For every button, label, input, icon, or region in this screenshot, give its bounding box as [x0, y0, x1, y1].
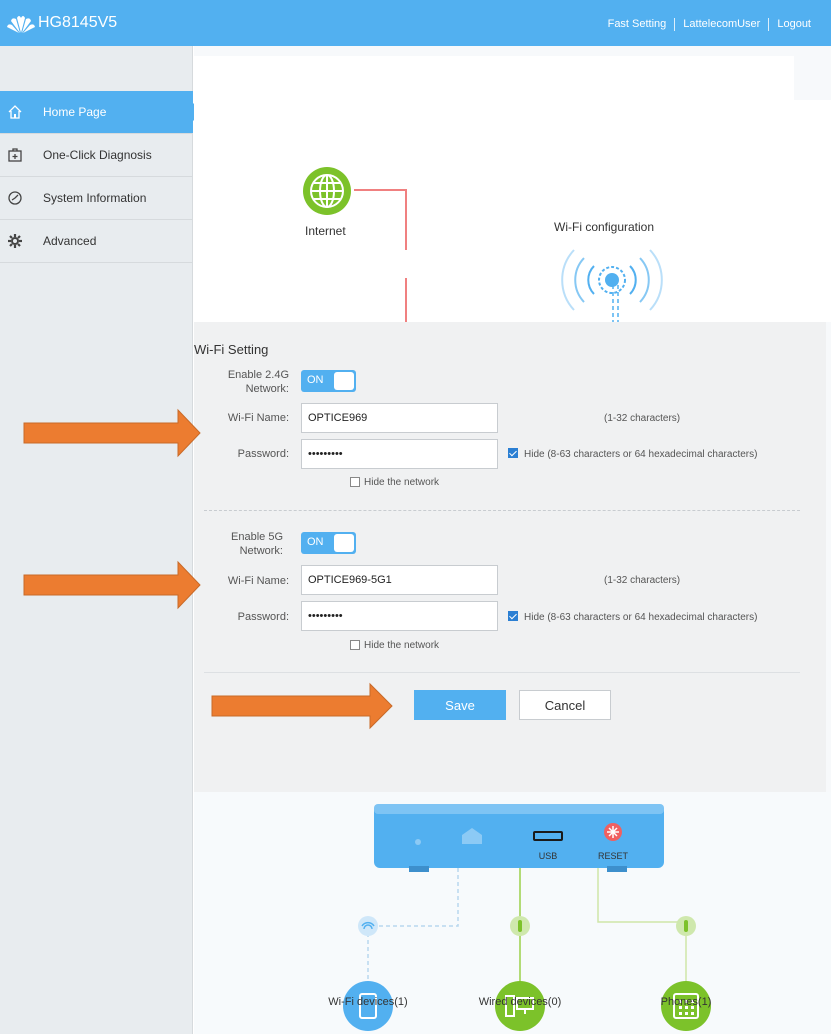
home-icon	[7, 104, 23, 120]
wifi-name-5g-input[interactable]	[301, 565, 498, 595]
network-topology: Internet Wi-Fi configuration	[194, 100, 831, 322]
line-junction	[396, 250, 420, 278]
router-body	[374, 804, 664, 868]
gear-icon	[7, 233, 23, 249]
hide-network-24g-checkbox[interactable]	[350, 477, 360, 487]
sidebar: Home Page One-Click Diagnosis System Inf…	[0, 46, 202, 1034]
wifi-devices-icon[interactable]	[343, 981, 393, 1031]
home-port-icon	[462, 828, 482, 844]
top-bar: HG8145V5 Fast Setting LattelecomUser Log…	[0, 0, 831, 46]
password-24g-label: Password:	[237, 448, 289, 460]
button-divider	[204, 672, 800, 673]
wifi-setting-title: Wi-Fi Setting	[194, 342, 269, 357]
medkit-icon	[7, 147, 23, 163]
wifi-antenna-icon[interactable]	[556, 248, 668, 322]
sidebar-item-label: One-Click Diagnosis	[43, 148, 152, 162]
gauge-icon	[7, 190, 23, 206]
internet-globe-icon[interactable]	[302, 166, 352, 216]
fast-setting-link[interactable]: Fast Setting	[607, 18, 667, 30]
password-5g-input[interactable]	[301, 601, 498, 631]
sidebar-item-one-click-diagnosis[interactable]: One-Click Diagnosis	[0, 134, 193, 177]
enable-5g-toggle[interactable]: ON	[301, 532, 356, 554]
reset-label: RESET	[597, 851, 628, 861]
wifi-configuration-label: Wi-Fi configuration	[554, 220, 655, 234]
header-links: Fast Setting LattelecomUser Logout	[600, 18, 819, 31]
toggle-knob	[334, 534, 354, 552]
toggle-state-text: ON	[307, 536, 324, 548]
huawei-logo-icon	[7, 16, 35, 33]
device-model: HG8145V5	[38, 14, 118, 31]
hide-password-24g-checkbox[interactable]	[508, 448, 518, 458]
band-divider	[204, 510, 800, 511]
hide-network-5g-label: Hide the network	[364, 640, 440, 651]
hide-password-5g-label: Hide (8-63 characters or 64 hexadecimal …	[524, 612, 758, 623]
toggle-knob	[334, 372, 354, 390]
wifi-node-icon	[358, 916, 378, 936]
password-24g-input[interactable]	[301, 439, 498, 469]
logout-link[interactable]: Logout	[768, 18, 819, 31]
device-diagram: USB RESET	[194, 792, 831, 1034]
device-diagram-svg	[343, 804, 711, 1031]
sidebar-item-home-page[interactable]: Home Page	[0, 91, 202, 134]
wifi-devices-count-label: Wi-Fi devices(1)	[328, 996, 408, 1008]
hide-password-5g-checkbox[interactable]	[508, 611, 518, 621]
save-button[interactable]: Save	[414, 690, 506, 720]
usb-port-icon	[533, 831, 563, 841]
phones-count-label: Phones(1)	[660, 996, 712, 1008]
sidebar-item-advanced[interactable]: Advanced	[0, 220, 193, 263]
toggle-state-text: ON	[307, 374, 324, 386]
enable-24g-label: Enable 2.4G Network:	[227, 369, 289, 395]
wifi-name-5g-hint: (1-32 characters)	[604, 575, 681, 586]
topology-lines	[354, 189, 619, 322]
wifi-name-24g-label: Wi-Fi Name:	[227, 412, 289, 424]
cancel-button[interactable]: Cancel	[519, 690, 611, 720]
password-5g-label: Password:	[237, 611, 289, 623]
hide-network-5g-checkbox[interactable]	[350, 640, 360, 650]
hide-password-24g-label: Hide (8-63 characters or 64 hexadecimal …	[524, 449, 758, 460]
banner-area	[194, 56, 794, 100]
wifi-name-24g-input[interactable]	[301, 403, 498, 433]
wifi-setting-panel: Wi-Fi Setting Enable 2.4G Network: ON Wi…	[194, 322, 826, 792]
main-content: Internet Wi-Fi configuration Wi-Fi Setti…	[194, 46, 831, 1034]
internet-label: Internet	[305, 224, 346, 238]
usb-label: USB	[538, 851, 558, 861]
wired-devices-icon[interactable]	[495, 981, 545, 1031]
wifi-name-24g-hint: (1-32 characters)	[604, 413, 681, 424]
enable-24g-toggle[interactable]: ON	[301, 370, 356, 392]
sidebar-item-label: Home Page	[43, 105, 107, 119]
sidebar-item-system-information[interactable]: System Information	[0, 177, 193, 220]
sidebar-item-label: System Information	[43, 191, 147, 205]
user-link[interactable]: LattelecomUser	[674, 18, 768, 31]
hide-network-24g-label: Hide the network	[364, 477, 440, 488]
enable-5g-label: Enable 5G Network:	[231, 531, 283, 557]
wifi-name-5g-label: Wi-Fi Name:	[227, 575, 289, 587]
wired-devices-count-label: Wired devices(0)	[478, 996, 562, 1008]
sidebar-item-label: Advanced	[43, 234, 97, 248]
